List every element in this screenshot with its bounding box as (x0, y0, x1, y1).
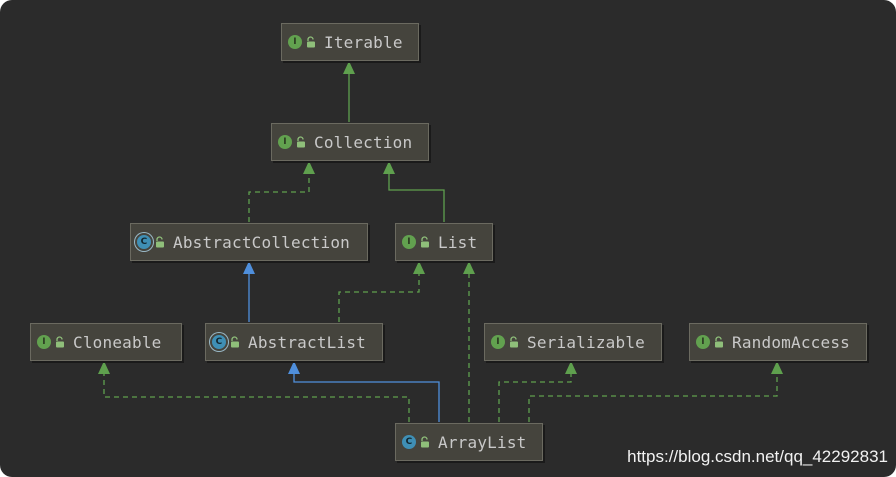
unlocked-icon (421, 236, 429, 248)
interface-icon: I (696, 335, 710, 349)
class-icon: C (402, 435, 416, 449)
node-label: List (438, 232, 478, 252)
edge-arraylist-randomaccess (528, 372, 778, 422)
arrowhead-iterable (343, 61, 355, 74)
node-label: Iterable (324, 32, 403, 52)
unlocked-icon (715, 336, 723, 348)
unlocked-icon (421, 436, 429, 448)
interface-icon: I (37, 335, 51, 349)
node-label: Cloneable (73, 332, 162, 352)
arrowhead-list-left (413, 261, 425, 274)
unlocked-icon (231, 336, 239, 348)
interface-icon: I (278, 135, 292, 149)
arrowhead-serializable (565, 361, 577, 374)
edge-arraylist-abstractlist (293, 372, 440, 422)
edge-arraylist-serializable (498, 372, 572, 422)
abstract-class-icon: C (212, 335, 226, 349)
interface-icon: I (402, 235, 416, 249)
arrowhead-list-right (463, 261, 475, 274)
abstract-class-icon: C (137, 235, 151, 249)
node-cloneable[interactable]: I Cloneable (30, 323, 182, 361)
unlocked-icon (510, 336, 518, 348)
node-label: RandomAccess (732, 332, 850, 352)
arrowhead-cloneable (98, 361, 110, 374)
node-abstractlist[interactable]: C AbstractList (205, 323, 383, 361)
node-label: Serializable (527, 332, 645, 352)
edge-arraylist-cloneable (103, 372, 410, 422)
edge-abstractlist-list (338, 272, 420, 322)
node-label: ArrayList (438, 432, 527, 452)
node-abstractcollection[interactable]: C AbstractCollection (130, 223, 368, 261)
arrowhead-abstractcollection (243, 261, 255, 274)
arrowhead-collection-left (303, 161, 315, 174)
unlocked-icon (156, 236, 164, 248)
node-randomaccess[interactable]: I RandomAccess (689, 323, 867, 361)
unlocked-icon (297, 136, 305, 148)
node-label: Collection (314, 132, 413, 152)
edge-abstractcollection-collection (248, 172, 310, 222)
node-iterable[interactable]: I Iterable (281, 23, 419, 61)
node-list[interactable]: I List (395, 223, 493, 261)
unlocked-icon (307, 36, 315, 48)
interface-icon: I (288, 35, 302, 49)
node-serializable[interactable]: I Serializable (484, 323, 662, 361)
arrowhead-abstractlist (288, 361, 300, 374)
node-label: AbstractList (248, 332, 366, 352)
edge-list-collection (388, 172, 445, 222)
node-collection[interactable]: I Collection (271, 123, 429, 161)
watermark-text: https://blog.csdn.net/qq_42292831 (627, 447, 888, 466)
arrowhead-collection-right (383, 161, 395, 174)
node-arraylist[interactable]: C ArrayList (395, 423, 543, 461)
arrowhead-randomaccess (771, 361, 783, 374)
unlocked-icon (56, 336, 64, 348)
interface-icon: I (491, 335, 505, 349)
node-label: AbstractCollection (173, 232, 350, 252)
